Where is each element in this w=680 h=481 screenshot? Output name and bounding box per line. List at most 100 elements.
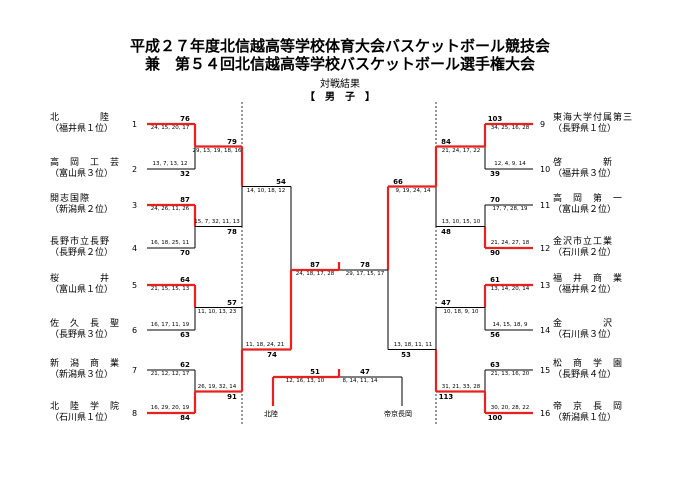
seed-number: 13 — [540, 281, 551, 290]
team-qualifier: （新潟県３位） — [50, 370, 114, 380]
team-entry-right: 福 井 商 業（福井県２位） — [553, 274, 623, 296]
team-name: 佐 久 長 聖 — [50, 319, 121, 329]
period-scores: 21, 13, 16, 20 — [490, 371, 530, 377]
match-score: 87 — [180, 196, 190, 204]
team-entry-left: 佐 久 長 聖（長野県３位） — [50, 319, 120, 341]
team-qualifier: （新潟県２位） — [50, 205, 114, 215]
match-score: 90 — [490, 249, 500, 257]
match-score: 100 — [487, 414, 503, 422]
team-name: 金 沢 — [553, 319, 614, 329]
period-scores: 21, 12, 12, 17 — [150, 371, 190, 377]
team-name: 金沢市立工業 — [553, 237, 614, 247]
period-scores: 31, 21, 33, 28 — [441, 383, 481, 390]
page-title-line2: 兼 第５４回北信越高等学校バスケットボール選手権大会 — [144, 55, 535, 73]
period-scores: 9, 19, 24, 14 — [395, 187, 431, 194]
period-scores: 14, 10, 18, 12 — [246, 187, 286, 194]
division-label: 【 男 子 】 — [305, 92, 375, 103]
team-qualifier: （福井県３位） — [553, 169, 617, 179]
team-entry-left: 桜 井（富山県１位） — [50, 274, 113, 296]
match-score: 76 — [180, 115, 190, 123]
team-entry-right: 金 沢（石川県３位） — [553, 319, 616, 341]
period-scores: 29, 17, 15, 17 — [345, 271, 385, 277]
match-score: 113 — [438, 392, 454, 401]
period-scores: 21, 24, 27, 18 — [490, 240, 530, 246]
seed-number: 9 — [540, 120, 546, 129]
team-entry-left: 開志国際（新潟県２位） — [50, 194, 113, 216]
seed-number: 10 — [540, 165, 551, 174]
final-score: 47 — [360, 368, 370, 376]
seed-number: 2 — [132, 165, 138, 174]
match-score: 66 — [393, 177, 403, 186]
team-entry-right: 金沢市立工業（石川県２位） — [553, 237, 616, 259]
match-score: 63 — [490, 361, 500, 369]
team-qualifier: （福井県１位） — [50, 124, 114, 134]
final-team-label: 帝京長岡 — [384, 410, 412, 418]
seed-number: 8 — [132, 409, 138, 418]
period-scores: 13, 18, 11, 11 — [393, 341, 433, 348]
period-scores: 24, 18, 17, 28 — [295, 271, 335, 277]
team-qualifier: （石川県２位） — [553, 248, 617, 258]
team-qualifier: （富山県２位） — [553, 205, 617, 215]
period-scores: 29, 13, 19, 18, 16 — [192, 147, 242, 154]
period-scores: 26, 19, 32, 14 — [197, 383, 237, 390]
team-name: 高 岡 第 一 — [553, 194, 624, 204]
team-entry-left: 長野市立長野（長野県２位） — [50, 237, 113, 259]
seed-number: 7 — [132, 366, 138, 375]
seed-number: 12 — [540, 244, 551, 253]
page-title-line1: 平成２７年度北信越高等学校体育大会バスケットボール競技会 — [129, 37, 550, 55]
team-name: 福 井 商 業 — [553, 274, 624, 284]
team-qualifier: （長野県３位） — [50, 330, 114, 340]
team-name: 帝 京 長 岡 — [553, 402, 624, 412]
team-entry-right: 帝 京 長 岡（新潟県１位） — [553, 402, 623, 424]
team-name: 北 陸 学 院 — [50, 402, 121, 412]
match-score: 39 — [490, 170, 500, 178]
period-scores: 21, 24, 17, 22 — [441, 147, 481, 154]
period-scores: 12, 4, 9, 14 — [494, 161, 526, 167]
match-score: 56 — [490, 331, 500, 339]
match-score: 32 — [180, 170, 190, 178]
team-qualifier: （長野県１位） — [553, 124, 617, 134]
match-score: 64 — [180, 276, 190, 284]
period-scores: 24, 26, 11, 26 — [150, 206, 190, 212]
match-score: 62 — [180, 361, 190, 369]
team-name: 啓 新 — [553, 158, 614, 168]
match-score: 54 — [276, 177, 286, 186]
match-score: 70 — [180, 249, 190, 257]
team-entry-left: 北 陸（福井県１位） — [50, 113, 113, 135]
seed-number: 5 — [132, 281, 138, 290]
team-name: 長野市立長野 — [50, 237, 111, 247]
team-qualifier: （長野県２位） — [50, 248, 114, 258]
team-entry-right: 高 岡 第 一（富山県２位） — [553, 194, 623, 216]
period-scores: 30, 20, 28, 22 — [490, 405, 530, 411]
final-score: 51 — [310, 368, 320, 376]
team-qualifier: （福井県２位） — [553, 285, 617, 295]
period-scores: 15, 7, 32, 11, 13 — [194, 218, 240, 225]
period-scores: 11, 18, 24, 21 — [245, 341, 285, 348]
match-score: 70 — [490, 196, 500, 204]
team-name: 東海大学付属第三 — [553, 113, 634, 123]
period-scores: 16, 17, 11, 19 — [150, 322, 190, 328]
team-entry-left: 高 岡 工 芸（富山県３位） — [50, 158, 120, 180]
match-score: 48 — [441, 227, 451, 236]
team-entry-right: 東海大学付属第三（長野県１位） — [553, 113, 633, 135]
period-scores: 8, 14, 11, 14 — [342, 378, 378, 384]
period-scores: 24, 15, 20, 17 — [150, 125, 190, 131]
period-scores: 16, 18, 25, 11 — [150, 240, 190, 246]
team-name: 開志国際 — [50, 194, 91, 204]
seed-number: 6 — [132, 326, 138, 335]
team-name: 高 岡 工 芸 — [50, 158, 121, 168]
team-entry-left: 北 陸 学 院（石川県１位） — [50, 402, 120, 424]
seed-number: 11 — [540, 201, 551, 210]
match-score: 84 — [180, 414, 190, 422]
team-name: 新 潟 商 業 — [50, 359, 121, 369]
match-score: 63 — [180, 331, 190, 339]
seed-number: 14 — [540, 326, 551, 335]
period-scores: 11, 10, 13, 23 — [197, 308, 237, 315]
final-team-label: 北陸 — [264, 410, 278, 418]
period-scores: 17, 7, 28, 19 — [492, 206, 528, 212]
team-name: 桜 井 — [50, 274, 111, 284]
period-scores: 34, 25, 16, 28 — [490, 125, 530, 131]
period-scores: 10, 18, 9, 10 — [443, 308, 479, 315]
seed-number: 4 — [132, 244, 138, 253]
